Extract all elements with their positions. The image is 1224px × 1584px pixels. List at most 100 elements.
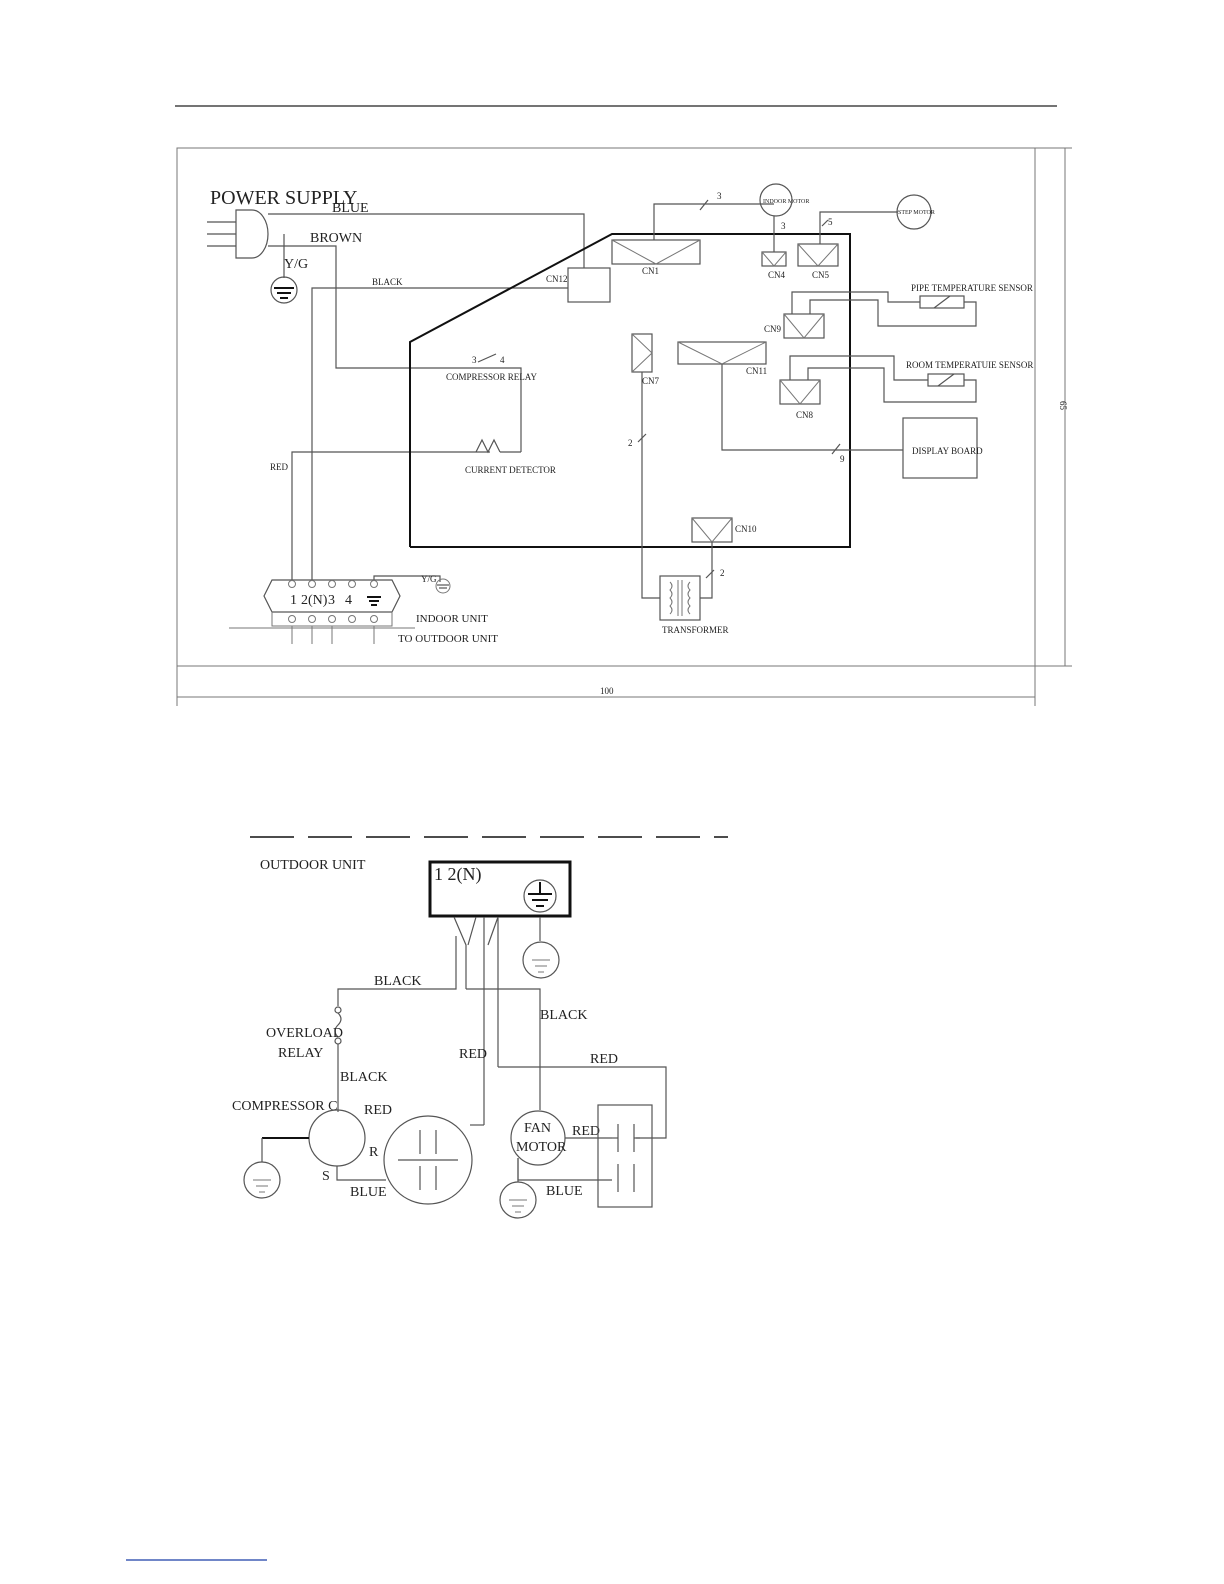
- terminal-ground-icon: [367, 596, 381, 606]
- indoor-unit-label: INDOOR UNIT: [416, 613, 488, 625]
- wire-label-red-compressor: RED: [364, 1103, 392, 1118]
- indoor-frame: [176, 147, 1036, 667]
- wire-label-red-capacitor: RED: [572, 1124, 600, 1139]
- cn4-label: CN4: [768, 270, 786, 280]
- wire-label-brown: BROWN: [310, 231, 362, 246]
- to-outdoor-unit-label: TO OUTDOOR UNIT: [398, 633, 498, 645]
- wire-label-black-right: BLACK: [540, 1008, 587, 1023]
- power-supply-label: POWER SUPPLY: [210, 187, 357, 209]
- pipe-temperature-sensor-icon: [919, 295, 965, 309]
- step-motor-icon: [896, 194, 932, 230]
- compressor-icon: [308, 1109, 366, 1167]
- wire-label-black-mid: BLACK: [340, 1070, 387, 1085]
- display-board-label: DISPLAY BOARD: [912, 446, 983, 456]
- indoor-motor-label: INDOOR MOTOR: [763, 199, 809, 205]
- cn5-connector: [797, 243, 839, 267]
- wire-red: [291, 451, 490, 580]
- compressor-r-label: R: [369, 1145, 379, 1160]
- svg-text:2: 2: [628, 438, 633, 448]
- svg-text:5: 5: [828, 217, 833, 227]
- wire-label-yg: Y/G: [284, 257, 308, 272]
- svg-text:9: 9: [840, 454, 845, 464]
- wire-label-yg-small: Y/G: [421, 574, 437, 584]
- wire-black-fan: [466, 988, 541, 1110]
- terminal-2-label: 2(N): [301, 593, 328, 608]
- wire-cn5-step-motor: [819, 211, 898, 244]
- terminal-4-label: 4: [345, 593, 352, 608]
- fan-capacitor-icon: [597, 1104, 653, 1208]
- pipe-sensor-label: PIPE TEMPERATURE SENSOR: [911, 283, 1033, 293]
- fan-motor-label-1: FAN: [524, 1121, 551, 1136]
- cn12-label: CN12: [546, 274, 568, 284]
- cn12-connector: [567, 267, 611, 303]
- wire-black-top: [337, 936, 457, 1006]
- cn10-label: CN10: [735, 524, 757, 534]
- compressor-relay-label: COMPRESSOR RELAY: [446, 372, 537, 382]
- cn8-label: CN8: [796, 410, 814, 420]
- cn8-connector: [779, 379, 821, 405]
- display-board-box: [902, 417, 978, 479]
- wire-cn11-display: [721, 364, 903, 451]
- compressor-capacitor-icon: [383, 1115, 473, 1205]
- wire-black: [311, 287, 568, 580]
- width-dimension-label: 100: [600, 686, 614, 696]
- outdoor-ground-icon-1: [522, 941, 560, 979]
- wire-cn7-transformer: [641, 372, 660, 599]
- cn7-label: CN7: [642, 376, 660, 386]
- fan-motor-ground-icon: [499, 1181, 537, 1219]
- height-dimension-label: 65: [1058, 401, 1068, 411]
- wire-label-red-left: RED: [459, 1047, 487, 1062]
- wire-cn1-indoor-motor: [653, 203, 774, 240]
- wire-label-red-right: RED: [590, 1052, 618, 1067]
- wire-brown: [268, 245, 522, 452]
- outdoor-unit-title: OUTDOOR UNIT: [260, 858, 366, 873]
- cn10-connector: [691, 517, 733, 543]
- current-detector-icon: [475, 438, 501, 454]
- wire-red-capacitor: [498, 1066, 667, 1139]
- cn9-connector: [783, 313, 825, 339]
- svg-text:3: 3: [472, 355, 477, 365]
- step-motor-label: STEP MOTOR: [898, 210, 935, 216]
- wire-label-blue-fan: BLUE: [546, 1184, 583, 1199]
- overload-relay-label-1: OVERLOAD: [266, 1026, 343, 1041]
- indoor-terminal-ground-icon: [435, 578, 451, 594]
- indoor-wiring-diagram: 100 65 POWER SUPPLY BLUE BROWN Y/G BLACK…: [176, 147, 1072, 706]
- wire-label-blue-compressor: BLUE: [350, 1185, 387, 1200]
- control-board-outline: [409, 233, 851, 548]
- cn4-connector: [761, 251, 787, 267]
- ground-icon: [270, 276, 298, 304]
- fan-motor-label-2: MOTOR: [516, 1140, 567, 1155]
- overload-relay-label-2: RELAY: [278, 1046, 323, 1061]
- plug-icon: [235, 209, 269, 259]
- svg-text:3: 3: [717, 191, 722, 201]
- cn1-connector: [611, 239, 701, 265]
- indoor-terminal-block: 1 2(N) 3 4: [263, 579, 401, 627]
- outdoor-terminal-label: 1 2(N): [434, 864, 482, 885]
- transformer-label: TRANSFORMER: [662, 625, 729, 635]
- terminal-1-label: 1: [290, 593, 297, 608]
- wire-label-black: BLACK: [372, 277, 403, 287]
- fan-motor-icon: [510, 1110, 566, 1166]
- compressor-relay-contact: [477, 353, 497, 363]
- wire-label-red: RED: [270, 462, 289, 472]
- cn5-label: CN5: [812, 270, 830, 280]
- outdoor-wiring-diagram: OUTDOOR UNIT 1 2(N) BLACK BLACK: [232, 836, 728, 1219]
- cn7-connector: [631, 333, 653, 373]
- compressor-ground-icon: [243, 1161, 281, 1199]
- svg-text:3: 3: [781, 221, 786, 231]
- wire-label-black-top: BLACK: [374, 974, 421, 989]
- compressor-s-label: S: [322, 1169, 330, 1184]
- room-temperature-sensor-icon: [927, 373, 965, 387]
- indoor-motor-icon: [759, 183, 793, 217]
- compressor-label: COMPRESSOR C: [232, 1099, 337, 1114]
- cn11-label: CN11: [746, 366, 767, 376]
- svg-text:2: 2: [720, 568, 725, 578]
- cn9-label: CN9: [764, 324, 782, 334]
- wire-label-blue: BLUE: [332, 201, 369, 216]
- cn1-label: CN1: [642, 266, 659, 276]
- svg-text:4: 4: [500, 355, 505, 365]
- outdoor-terminal-block: [428, 860, 572, 918]
- overload-relay-icon: [334, 1012, 342, 1038]
